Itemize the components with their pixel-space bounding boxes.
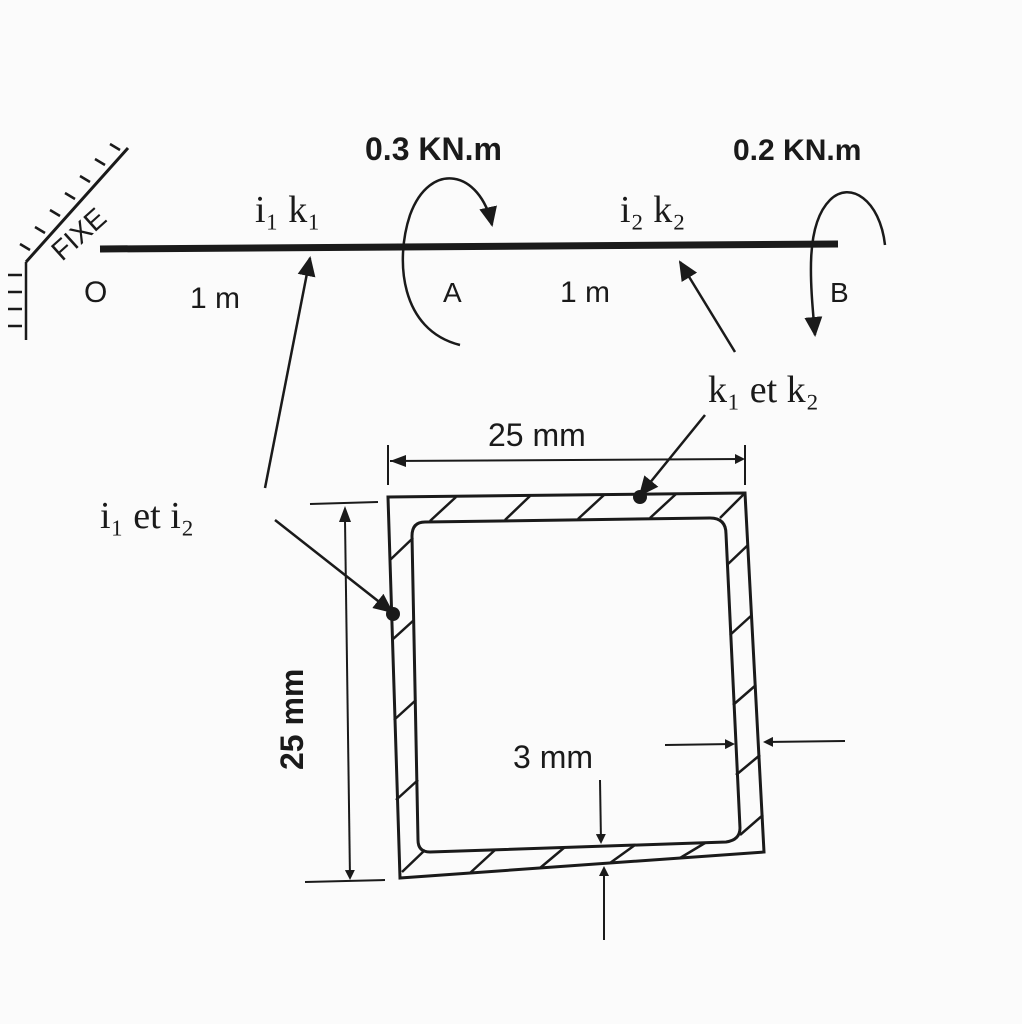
- point-k-marker: [633, 490, 647, 504]
- pointer-i-to-section: [274, 519, 394, 614]
- segment1-length: 1 m: [190, 282, 240, 315]
- height-label: 25 mm: [274, 669, 310, 770]
- pointer-k-to-section: [638, 414, 706, 497]
- thickness-label: 3 mm: [513, 739, 593, 775]
- moment-b-label: 0.2 KN.m: [733, 134, 861, 167]
- pointer-k-to-beam: [678, 260, 737, 353]
- pointer-i-to-beam: [263, 256, 316, 489]
- beam: [99, 240, 839, 253]
- width-label: 25 mm: [488, 417, 586, 453]
- point-a-label: A: [443, 277, 462, 308]
- width-dimension-line: [389, 454, 745, 465]
- point-i-marker: [386, 607, 400, 621]
- hollow-square-section: [386, 490, 766, 880]
- moment-a-arrow: [401, 177, 497, 347]
- segment2-props: i₂ k₂: [620, 189, 686, 231]
- height-dimension-line: [344, 519, 355, 880]
- segment1-props: i₁ k₁: [255, 189, 321, 231]
- fixed-label: FIXE: [45, 202, 112, 267]
- section-label-i: i₁ et i₂: [100, 495, 194, 537]
- point-o-label: O: [84, 276, 107, 309]
- moment-a-label: 0.3 KN.m: [365, 131, 502, 167]
- point-b-label: B: [830, 277, 849, 308]
- moment-b-arrow: [804, 191, 887, 337]
- segment2-length: 1 m: [560, 276, 610, 309]
- section-label-k: k₁ et k₂: [708, 369, 819, 411]
- fixed-support: FIXE: [8, 142, 130, 340]
